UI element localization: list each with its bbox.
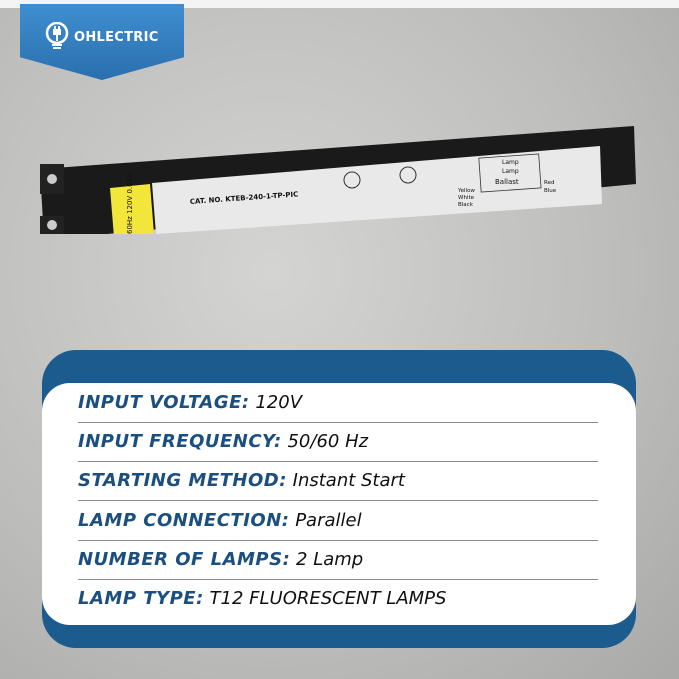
spec-value: 50/60 Hz (287, 431, 369, 452)
spec-value: Parallel (295, 510, 362, 531)
spec-label: NUMBER OF LAMPS: (78, 549, 291, 570)
spec-row: NUMBER OF LAMPS: 2 Lamp (78, 540, 598, 580)
wiring-white-label: White (458, 195, 475, 201)
wiring-blue-label: Blue (544, 188, 557, 194)
spec-row: INPUT FREQUENCY: 50/60 Hz (78, 422, 598, 462)
spec-value: 120V (255, 392, 303, 413)
ballast-wiring-label: Ballast (495, 178, 519, 186)
wiring-red-label: Red (544, 180, 554, 186)
spec-label: INPUT VOLTAGE: (78, 392, 250, 413)
spec-label: LAMP TYPE: (78, 588, 204, 609)
ballast-rating: 60Hz 120V 0.64A (126, 173, 134, 234)
lightbulb-plug-icon (45, 22, 69, 49)
spec-row: STARTING METHOD: Instant Start (78, 461, 598, 501)
wiring-lamp-label: Lamp (502, 168, 519, 175)
spec-label: INPUT FREQUENCY: (78, 431, 282, 452)
spec-row: INPUT VOLTAGE: 120V (78, 383, 598, 423)
top-strip (0, 0, 679, 8)
brand-name: OHLECTRIC (74, 29, 159, 45)
spec-label: LAMP CONNECTION: (78, 510, 290, 531)
spec-row: LAMP CONNECTION: Parallel (78, 501, 598, 541)
specs-card: INPUT VOLTAGE: 120V INPUT FREQUENCY: 50/… (42, 350, 636, 648)
spec-value: T12 FLUORESCENT LAMPS (209, 588, 447, 609)
specs-panel: INPUT VOLTAGE: 120V INPUT FREQUENCY: 50/… (42, 383, 636, 625)
wiring-lamp-label: Lamp (502, 159, 519, 166)
wiring-yellow-label: Yellow (457, 188, 475, 194)
ballast-product-image: 60Hz 120V 0.64A CAT. NO. KTEB-240-1-TP-P… (40, 126, 636, 234)
brand-logo: OHLECTRIC (44, 22, 159, 52)
spec-value: Instant Start (292, 470, 405, 491)
spec-row: LAMP TYPE: T12 FLUORESCENT LAMPS (78, 579, 598, 618)
spec-label: STARTING METHOD: (78, 470, 287, 491)
spec-value: 2 Lamp (296, 549, 364, 570)
wiring-black-label: Black (458, 202, 474, 208)
